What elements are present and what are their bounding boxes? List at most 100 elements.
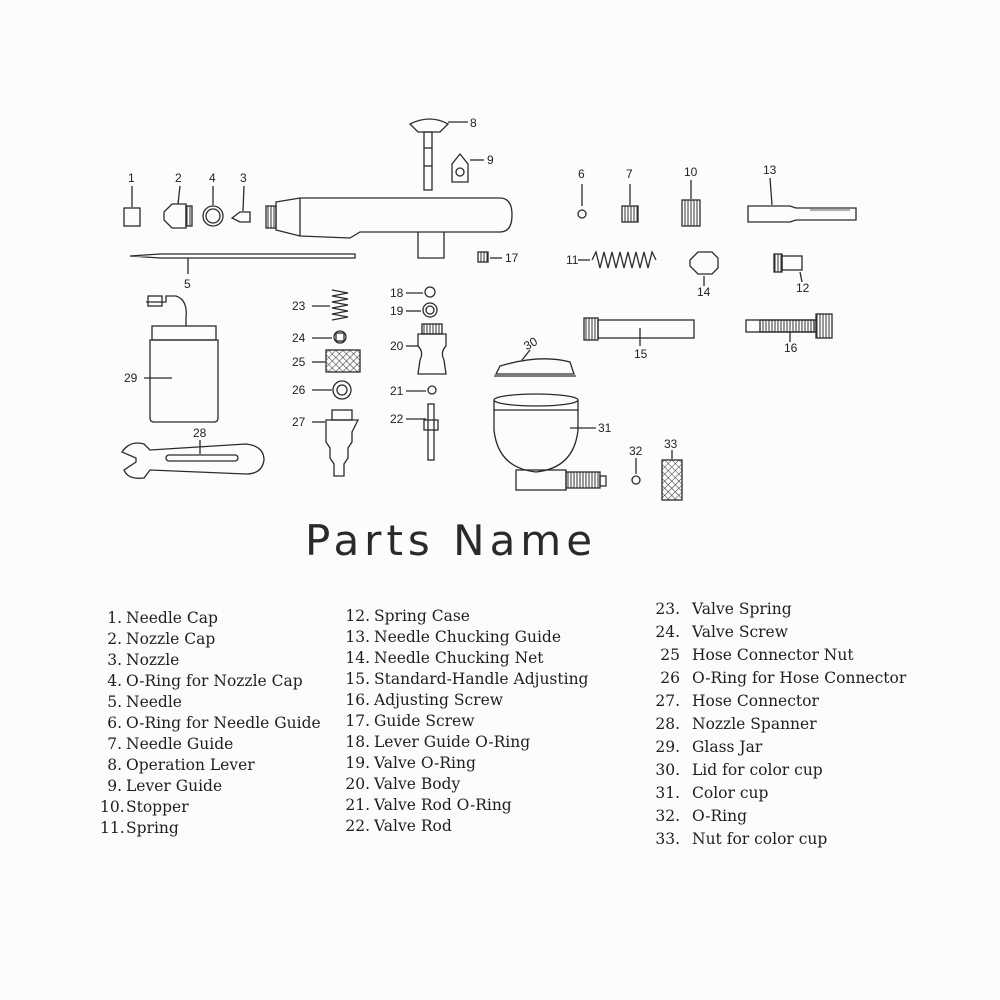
callout-5: 5 — [184, 277, 191, 291]
part-number: 25 — [660, 646, 680, 664]
part-number: 9. — [107, 777, 122, 795]
part-name: Lid for color cup — [692, 761, 823, 779]
parts-list-item: 31.Color cup — [652, 782, 906, 805]
callout-23: 23 — [292, 299, 306, 313]
part-number: 7. — [107, 735, 122, 753]
part-name: Spring Case — [374, 607, 470, 625]
part-needle-cap — [123, 186, 141, 227]
part-name: Nozzle — [126, 651, 180, 669]
part-name: Valve Screw — [692, 623, 788, 641]
callout-16: 16 — [784, 341, 798, 355]
parts-list-item: 23.Valve Spring — [652, 598, 906, 621]
part-needle-chucking-guide — [747, 177, 857, 223]
callout-32: 32 — [629, 444, 643, 458]
part-needle-guide — [621, 184, 639, 223]
parts-list-item: 12.Spring Case — [340, 606, 588, 627]
part-name: Standard-Handle Adjusting — [374, 670, 589, 688]
part-name: O-Ring — [692, 807, 748, 825]
parts-list-item: 9.Lever Guide — [100, 776, 321, 797]
part-name: Needle Chucking Guide — [374, 628, 561, 646]
callout-33: 33 — [664, 437, 678, 451]
callout-8: 8 — [470, 116, 477, 130]
part-color-cup — [493, 393, 607, 491]
callout-14: 14 — [697, 285, 711, 299]
part-name: Operation Lever — [126, 756, 255, 774]
part-nozzle-cap — [163, 185, 193, 229]
part-number: 15. — [345, 670, 370, 688]
part-number: 28. — [655, 715, 680, 733]
part-number: 23. — [655, 600, 680, 618]
parts-list-item: 8.Operation Lever — [100, 755, 321, 776]
part-number: 21. — [345, 796, 370, 814]
part-number: 27. — [655, 692, 680, 710]
part-number: 13. — [345, 628, 370, 646]
callout-6: 6 — [578, 167, 585, 181]
callout-13: 13 — [763, 163, 777, 177]
part-valve-body — [406, 323, 447, 375]
parts-list-item: 18.Lever Guide O-Ring — [340, 732, 588, 753]
page-title: Parts Name — [305, 516, 598, 565]
parts-list-item: 20.Valve Body — [340, 774, 588, 795]
callout-3: 3 — [240, 171, 247, 185]
part-valve-rod — [406, 403, 439, 461]
callout-10: 10 — [684, 165, 698, 179]
part-o-ring-hose-connector — [312, 380, 352, 400]
part-number: 10. — [100, 798, 125, 816]
parts-list-item: 26 O-Ring for Hose Connector — [652, 667, 906, 690]
part-name: Color cup — [692, 784, 769, 802]
callout-30: 30 — [521, 334, 540, 353]
part-number: 2. — [107, 630, 122, 648]
part-name: Nut for color cup — [692, 830, 828, 848]
part-color-cup-lid — [494, 349, 576, 377]
parts-list-item: 4.O-Ring for Nozzle Cap — [100, 671, 321, 692]
callout-31: 31 — [598, 421, 612, 435]
parts-list-item: 33. Nut for color cup — [652, 828, 906, 851]
part-number: 17. — [345, 712, 370, 730]
part-needle-chucking-net — [689, 251, 719, 286]
callout-21: 21 — [390, 384, 404, 398]
part-name: O-Ring for Hose Connector — [692, 669, 907, 687]
parts-list-item: 29. Glass Jar — [652, 736, 906, 759]
part-number: 32. — [655, 807, 680, 825]
callout-2: 2 — [175, 171, 182, 185]
part-valve-rod-o-ring — [406, 385, 437, 395]
part-number: 26 — [660, 669, 680, 687]
part-glass-jar — [144, 295, 219, 423]
part-stopper — [681, 180, 701, 227]
part-valve-o-ring — [406, 302, 438, 318]
callout-20: 20 — [390, 339, 404, 353]
part-name: Glass Jar — [692, 738, 763, 756]
part-number: 20. — [345, 775, 370, 793]
part-number: 18. — [345, 733, 370, 751]
parts-list-item: 7.Needle Guide — [100, 734, 321, 755]
part-name: Lever Guide — [126, 777, 223, 795]
part-number: 6. — [107, 714, 122, 732]
part-number: 24. — [655, 623, 680, 641]
part-name: O-Ring for Nozzle Cap — [126, 672, 303, 690]
part-number: 33. — [655, 830, 680, 848]
part-operation-lever — [408, 118, 468, 191]
callout-11: 11 — [566, 253, 579, 267]
part-number: 5. — [107, 693, 122, 711]
parts-list-item: 6.O-Ring for Needle Guide — [100, 713, 320, 734]
part-lever-guide-o-ring — [406, 286, 436, 298]
parts-list-item: 2.Nozzle Cap — [100, 629, 321, 650]
part-number: 29. — [655, 738, 680, 756]
part-name: Valve Rod O-Ring — [374, 796, 512, 814]
part-name: Needle Chucking Net — [374, 649, 544, 667]
callout-1: 1 — [128, 171, 135, 185]
part-name: Needle Guide — [126, 735, 234, 753]
part-lever-guide — [451, 152, 484, 183]
callout-15: 15 — [634, 347, 648, 361]
part-name: Valve Body — [374, 775, 461, 793]
parts-list-item: 14.Needle Chucking Net — [340, 648, 588, 669]
part-standard-handle — [583, 317, 695, 346]
callout-24: 24 — [292, 331, 306, 345]
part-nut-color-cup — [661, 450, 683, 501]
part-number: 16. — [345, 691, 370, 709]
part-spring-case — [773, 253, 803, 283]
part-name: Needle — [126, 693, 182, 711]
